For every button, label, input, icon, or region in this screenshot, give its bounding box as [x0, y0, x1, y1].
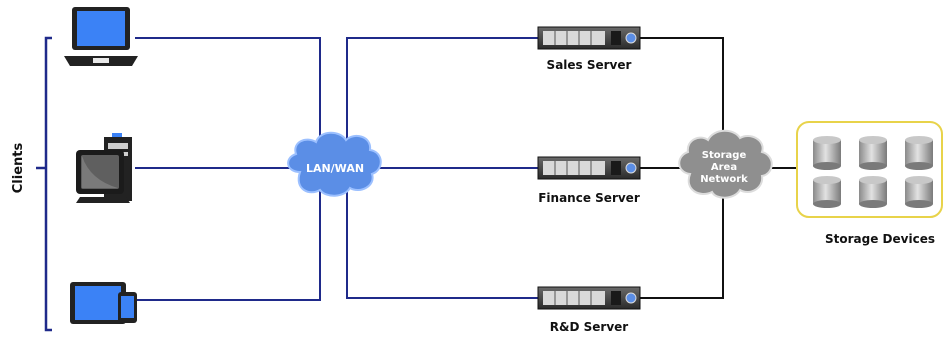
finance-server: Finance Server [537, 156, 641, 205]
database-cylinder-icon [813, 136, 841, 170]
server-label: R&D Server [550, 320, 629, 334]
clients-bracket [36, 36, 52, 332]
server-label: Finance Server [538, 191, 640, 205]
clients-label: Clients [11, 143, 26, 194]
san-label-line-3: Network [700, 174, 748, 185]
rd-server: R&D Server [537, 286, 641, 334]
storage-area-network-cloud: Storage Area Network [678, 129, 773, 199]
tablet-phone-icon [70, 282, 137, 324]
lan-server-lines [346, 37, 538, 299]
rack-server-icon [537, 156, 641, 180]
desktop-computer-icon [76, 133, 132, 203]
rack-server-icon [537, 26, 641, 50]
database-cylinder-icon [813, 176, 841, 208]
sales-server: Sales Server [537, 26, 641, 72]
database-cylinder-icon [905, 136, 933, 170]
database-cylinder-icon [859, 176, 887, 208]
database-cylinder-icon [859, 136, 887, 170]
rack-server-icon [537, 286, 641, 310]
storage-devices-box [796, 121, 943, 218]
lan-wan-label: LAN/WAN [306, 162, 364, 175]
lan-wan-cloud: LAN/WAN [287, 131, 382, 197]
san-label-line-2: Area [711, 162, 737, 173]
laptop-icon [64, 7, 138, 66]
client-lines [135, 37, 321, 301]
storage-devices-label: Storage Devices [825, 232, 935, 246]
database-cylinder-icon [905, 176, 933, 208]
server-label: Sales Server [547, 58, 632, 72]
san-label-line-1: Storage [702, 150, 747, 161]
